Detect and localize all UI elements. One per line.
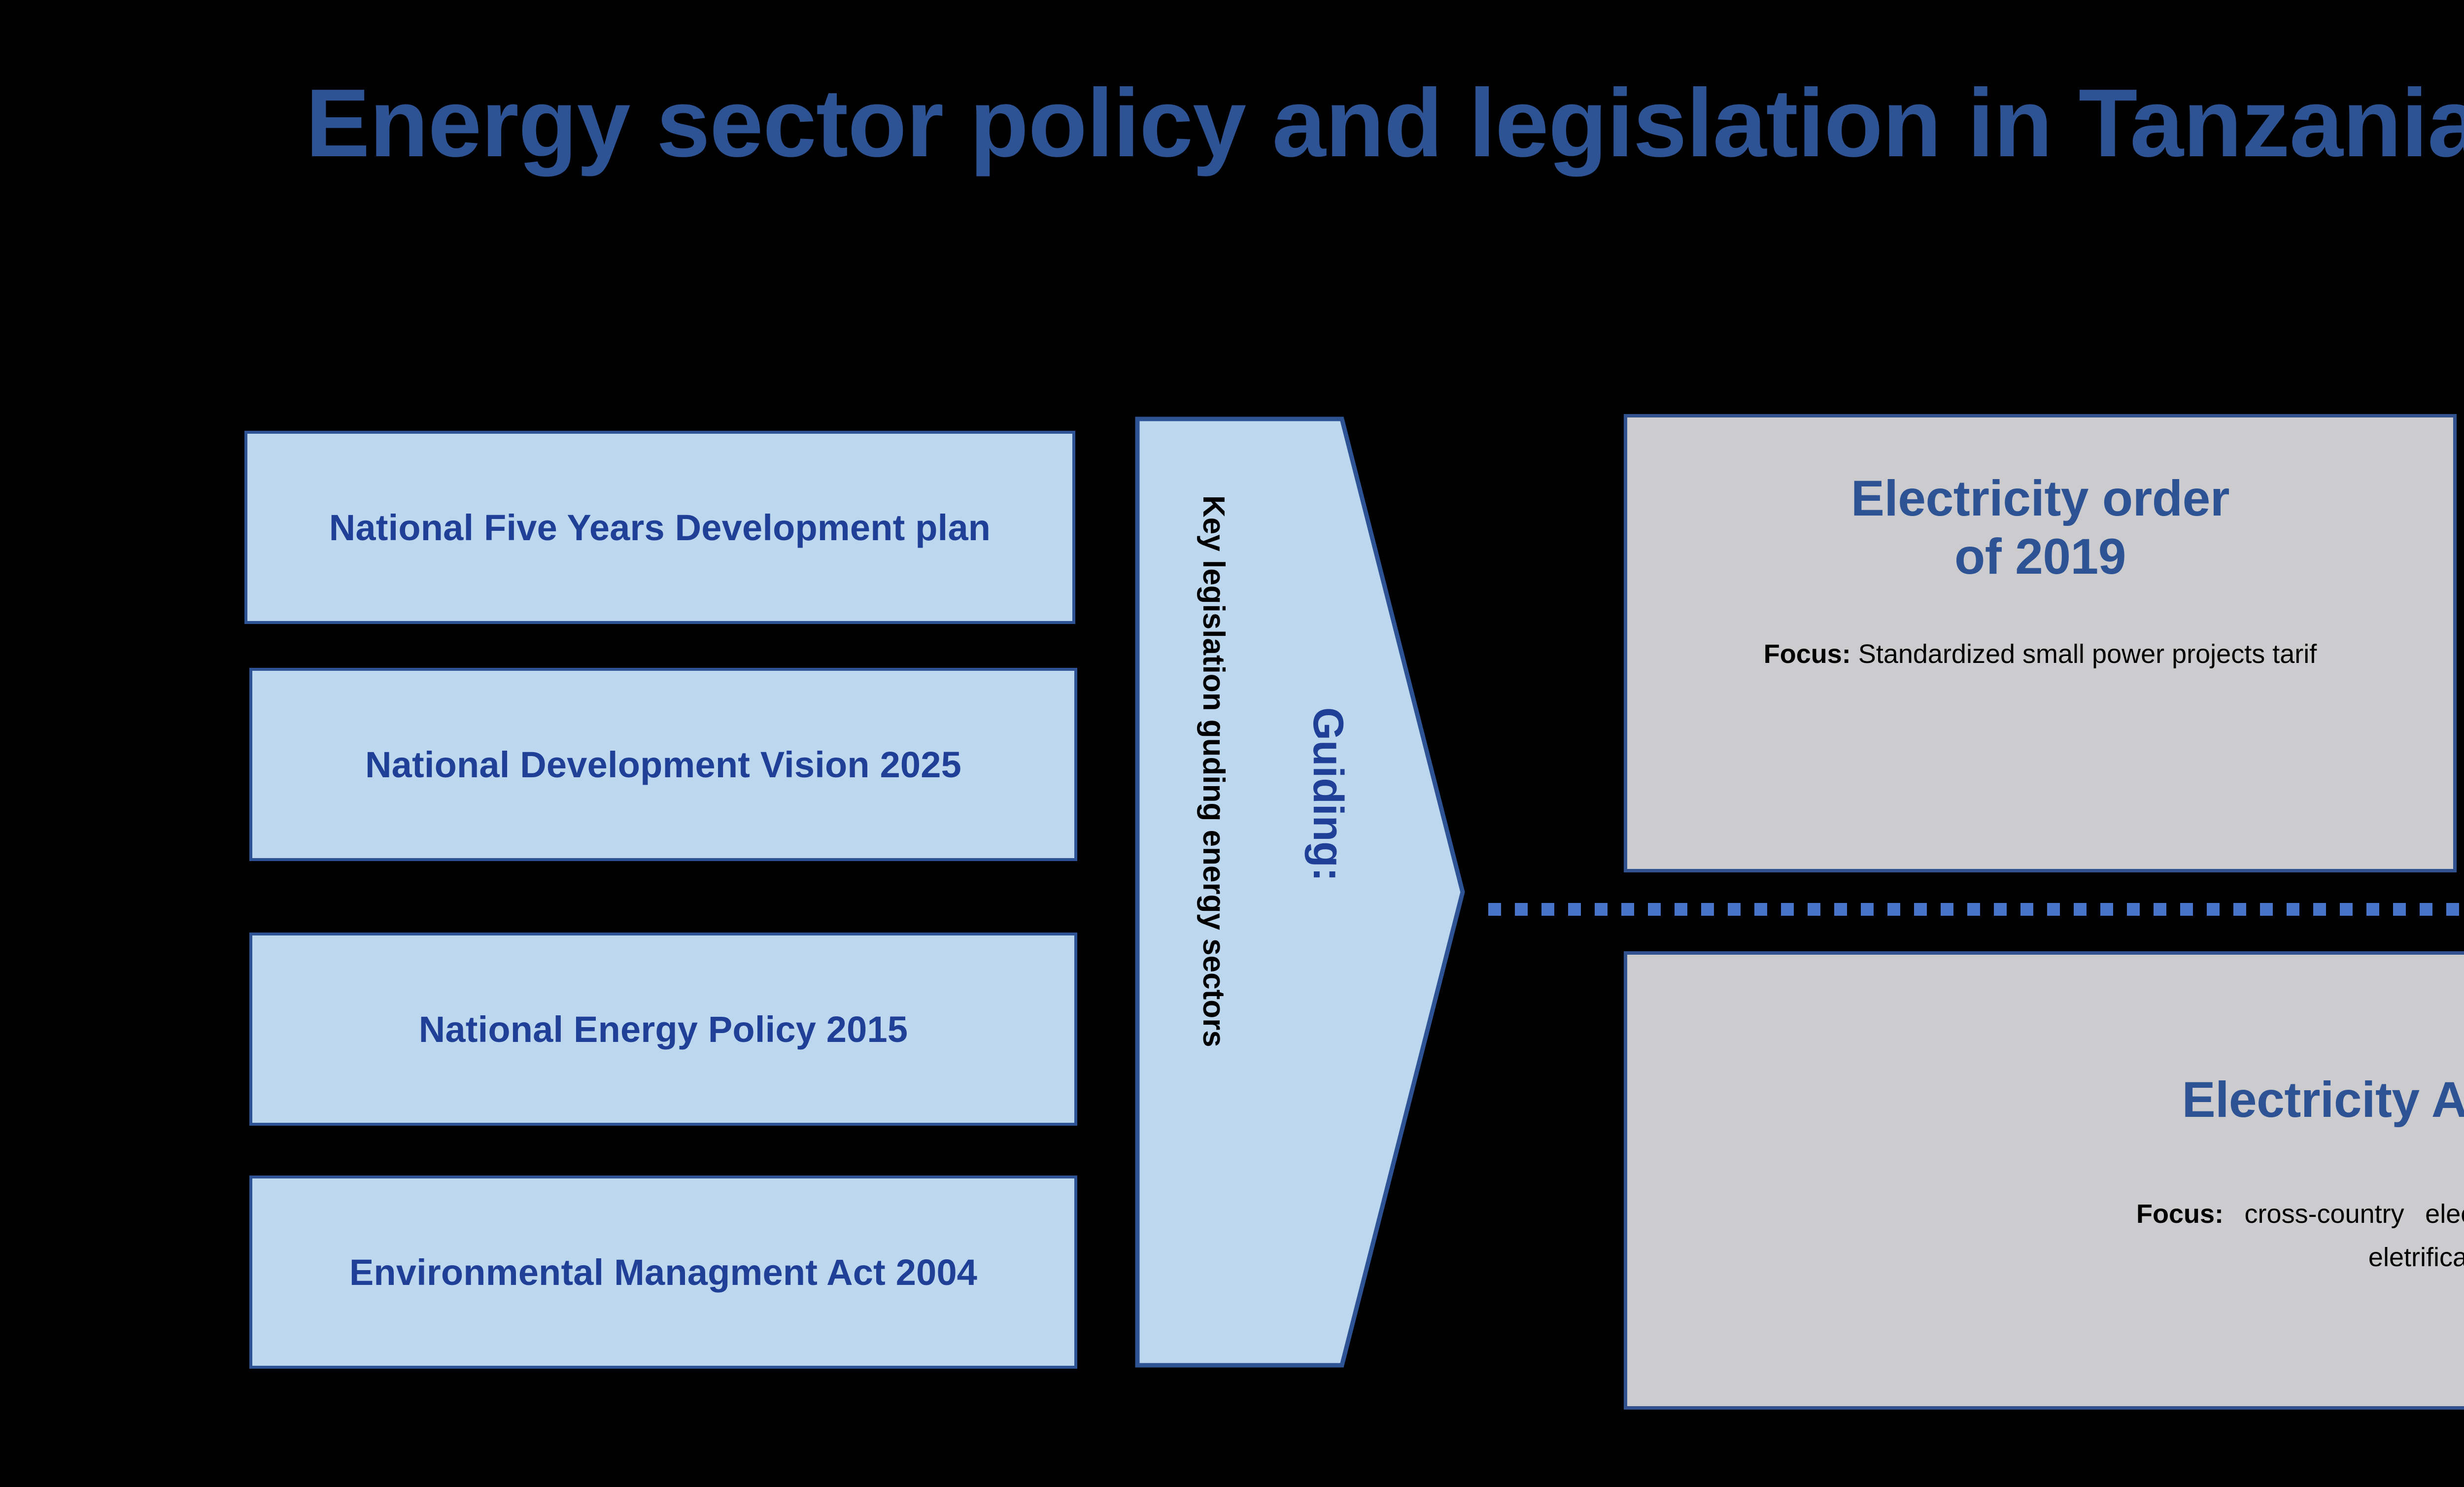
guiding-arrow-sublabel: Key legislation guding energy sectors [1197,495,1231,1047]
policy-box-national-development-vision-2025[interactable]: National Development Vision 2025 [249,668,1077,861]
law-card-focus-key: Focus: [1763,639,1851,669]
policy-box-environmental-managment-act-2004[interactable]: Environmental Managment Act 2004 [249,1176,1077,1369]
policy-box-label: National Development Vision 2025 [365,744,961,785]
policy-box-national-five-years-development-plan[interactable]: National Five Years Development plan [244,431,1075,624]
law-card-electricity-order-2019[interactable]: Electricity order of 2019 Focus: Standar… [1624,414,2457,872]
law-card-title: Electricity Act of 2008 [2182,1071,2464,1129]
law-card-title: Electricity order of 2019 [1850,469,2230,586]
law-card-title-line-1: Electricity Act of 2008 [2182,1072,2464,1128]
dotted-divider [1488,903,2464,916]
guiding-arrow: Key legislation guding energy sectors Gu… [1135,416,1465,1368]
header: Energy sector policy and legislation in … [306,49,2464,197]
law-card-electricity-act-2008[interactable]: Electricity Act of 2008 Focus: cross-cou… [1624,951,2464,1410]
page-title: Energy sector policy and legislation in … [306,69,2464,177]
law-card-focus: Focus: cross-country electricity trading… [2136,1193,2464,1279]
law-card-focus-key: Focus: [2136,1199,2224,1229]
law-card-focus: Focus: Standardized small power projects… [1737,633,2343,676]
guiding-arrow-label: Guiding: [1304,707,1352,882]
law-card-title-line-1: Electricity order [1850,470,2230,526]
policy-box-label: National Energy Policy 2015 [418,1008,908,1050]
law-card-focus-text: cross-country electricity trading & rual… [2244,1199,2464,1272]
policy-box-label: Environmental Managment Act 2004 [349,1251,978,1293]
law-card-focus-text: Standardized small power projects tarif [1850,639,2317,669]
law-card-title-line-2: of 2019 [1954,528,2126,585]
policy-box-national-energy-policy-2015[interactable]: National Energy Policy 2015 [249,933,1077,1126]
policy-box-label: National Five Years Development plan [329,507,991,548]
